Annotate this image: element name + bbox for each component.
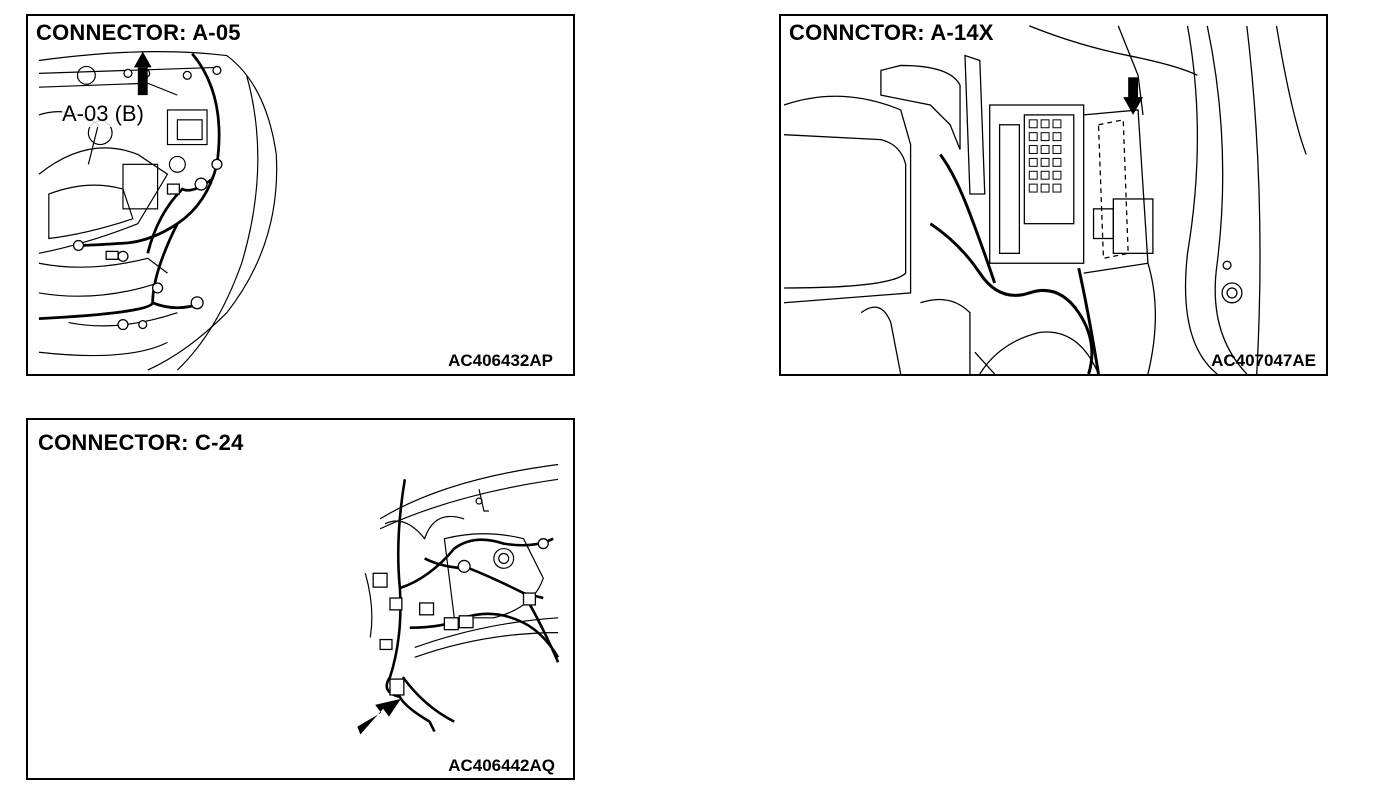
relay-box-illustration xyxy=(783,25,1307,374)
panel-title: CONNECTOR: A-05 xyxy=(34,20,243,46)
connector-a14x-panel: CONNCTOR: A-14X AC407047AE xyxy=(779,14,1328,376)
connector-c24-panel: CONNECTOR: C-24 AC406442AQ xyxy=(26,418,575,780)
dashboard-harness-illustration xyxy=(357,463,560,735)
component-callout-label: A-03 (B) xyxy=(62,101,144,127)
location-arrow-icon xyxy=(1123,77,1143,115)
figure-code: AC406442AQ xyxy=(448,756,555,775)
figure-code: AC407047AE xyxy=(1211,351,1316,370)
panel-title: CONNCTOR: A-14X xyxy=(787,20,996,46)
engine-bay-illustration xyxy=(38,51,278,371)
figure-code: AC406432AP xyxy=(448,351,553,370)
location-arrow-icon xyxy=(357,698,401,735)
location-arrow-icon xyxy=(133,51,152,96)
connector-a05-panel: CONNECTOR: A-05 A-03 (B) AC406432AP xyxy=(26,14,575,376)
panel-title: CONNECTOR: C-24 xyxy=(36,430,246,456)
